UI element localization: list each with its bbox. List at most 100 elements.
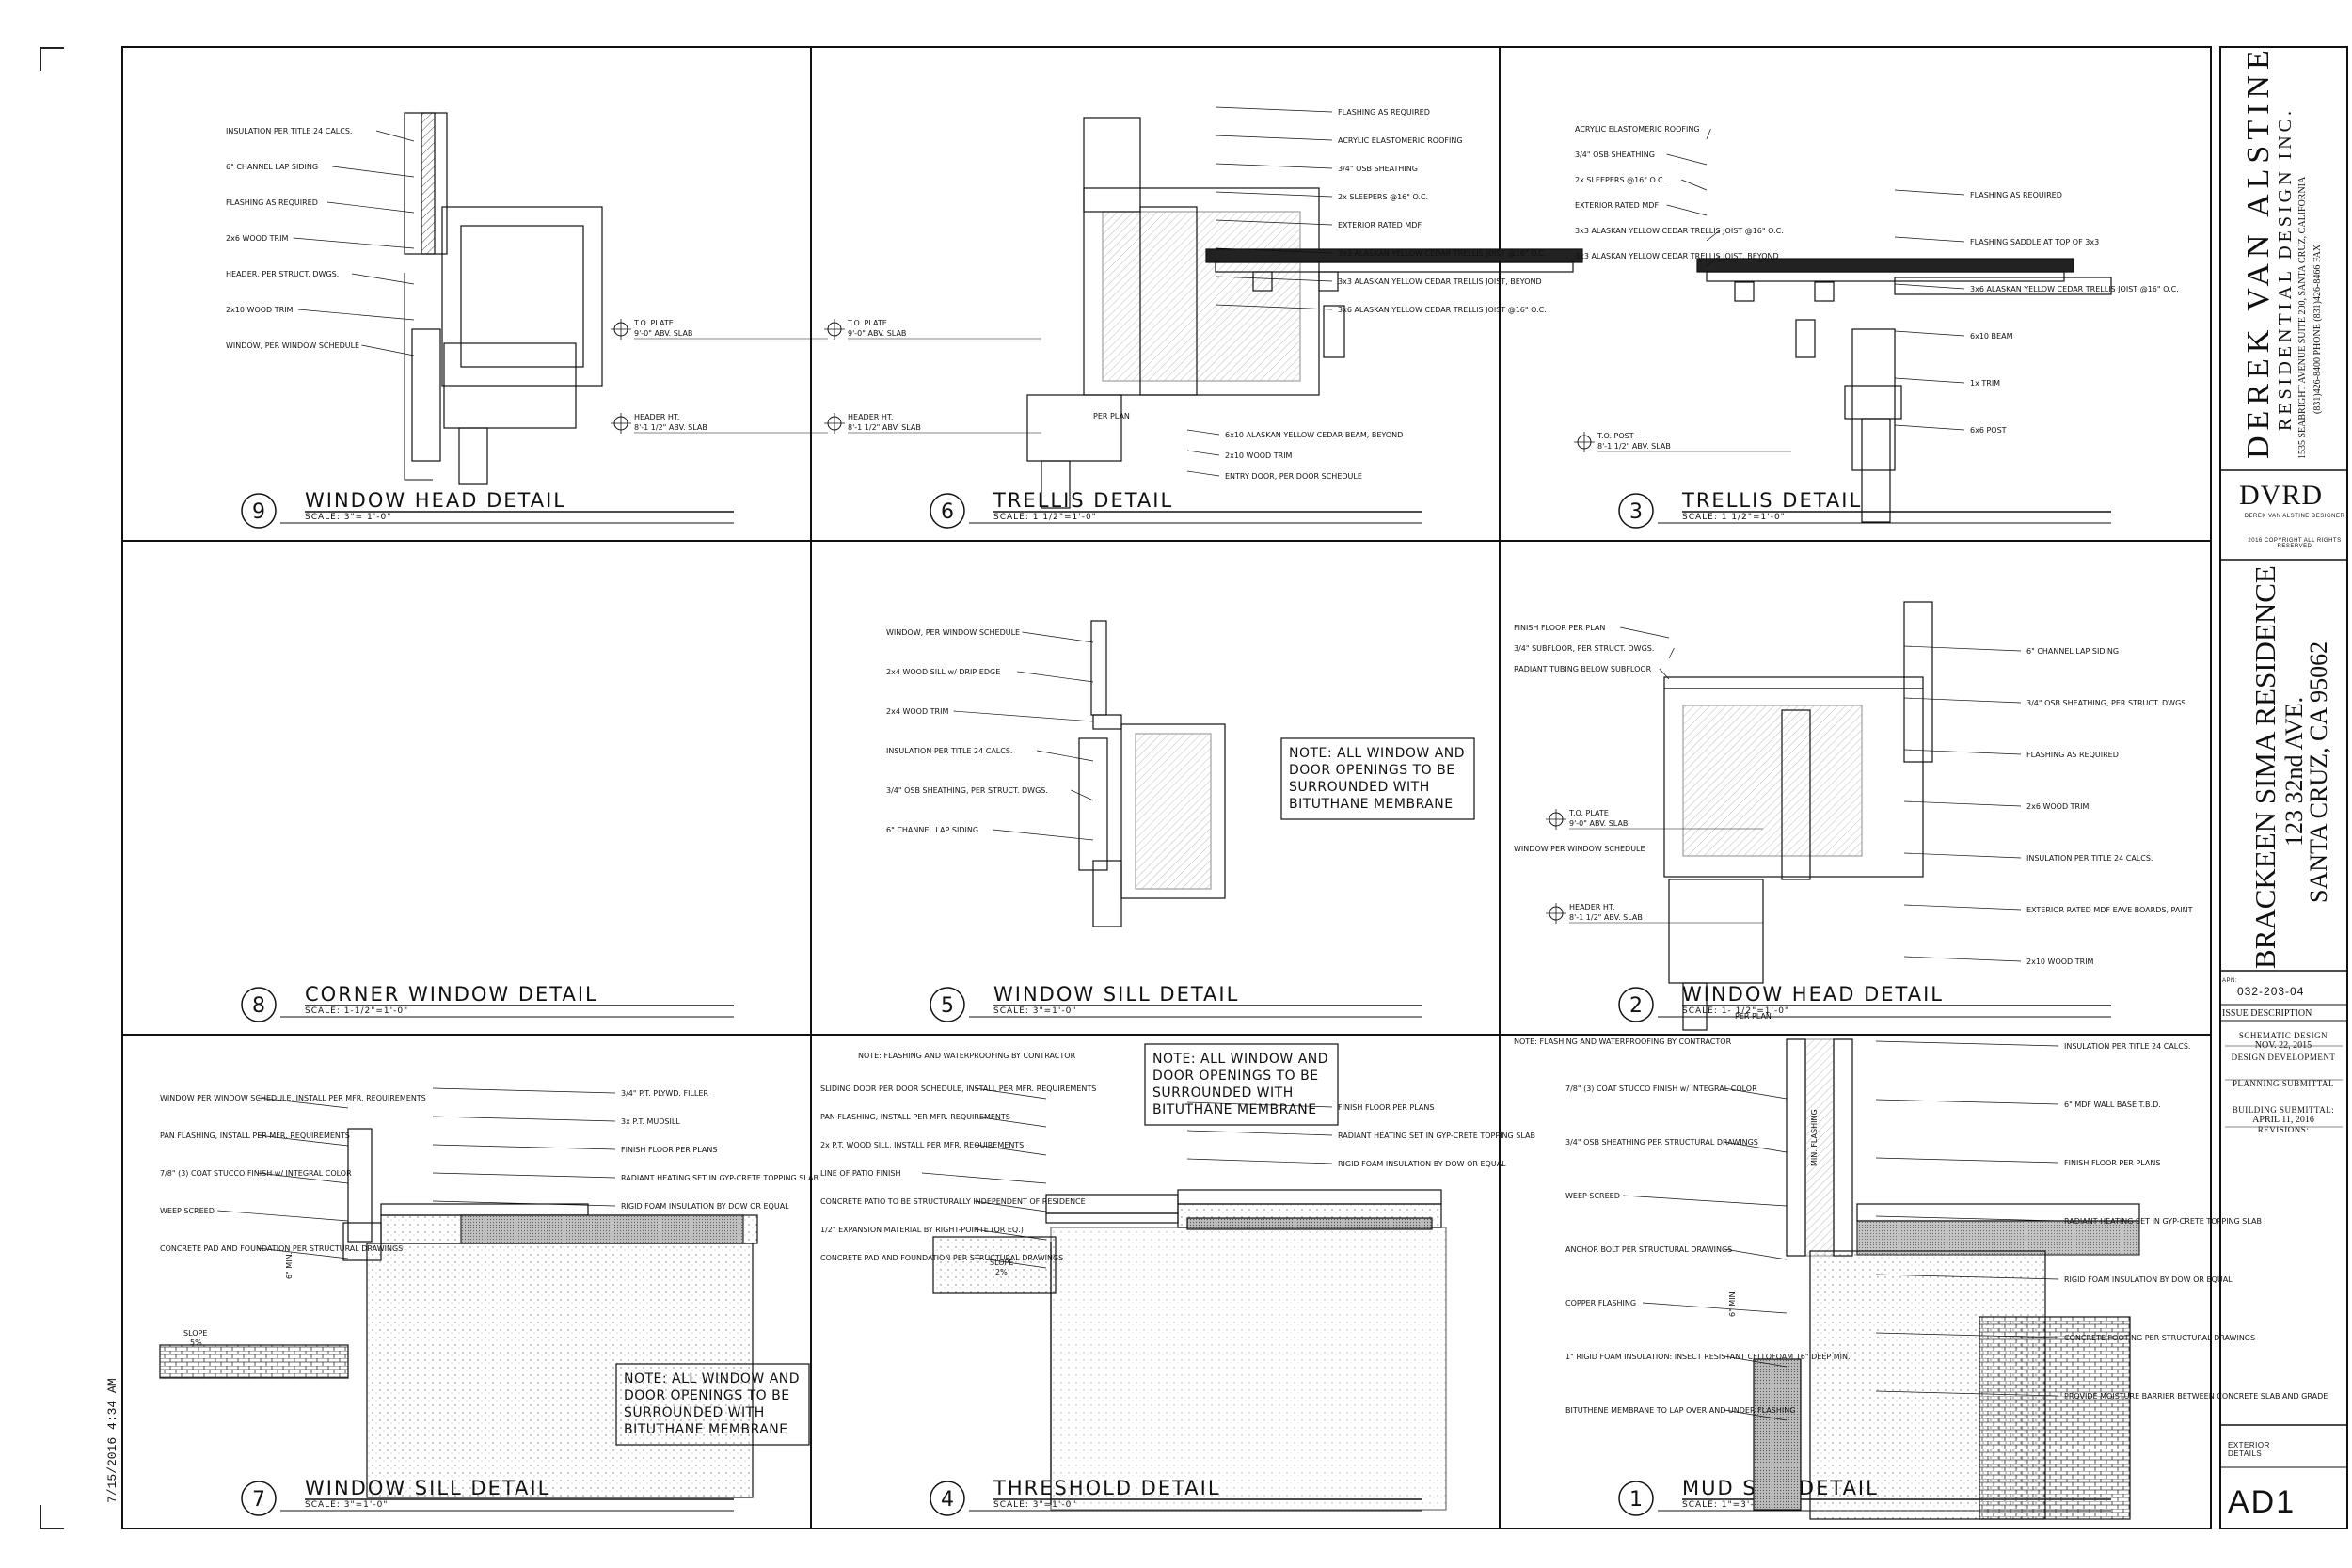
- leader-line: [297, 309, 415, 321]
- firm-logo: DVRD: [2239, 480, 2324, 511]
- firm-name: DEREK VAN ALSTINE: [2241, 44, 2276, 459]
- callout-label: CONCRETE PAD AND FOUNDATION PER STRUCTUR…: [820, 1254, 1063, 1262]
- note-text: SURROUNDED WITH: [624, 1405, 765, 1420]
- callout-label: CONCRETE FOOTING PER STRUCTURAL DRAWINGS: [2064, 1334, 2255, 1342]
- level-label: 9'-0" ABV. SLAB: [848, 329, 906, 338]
- window-frame: [1668, 879, 1764, 984]
- callout-label: 6x10 BEAM: [1970, 332, 2013, 341]
- leader-line: [1903, 956, 2022, 962]
- interior-finish: [1833, 1038, 1853, 1257]
- leader-line: [1186, 470, 1220, 477]
- wall-upper: [1083, 117, 1141, 213]
- window-sash: [1682, 982, 1708, 1031]
- concrete-pad: [366, 1243, 754, 1498]
- general-note: NOTE: FLASHING AND WATERPROOFING BY CONT…: [1514, 1037, 1732, 1046]
- topping-slab: [380, 1203, 589, 1216]
- issue-label: BUILDING SUBMITTAL:: [2232, 1105, 2335, 1115]
- callout-label: FINISH FLOOR PER PLAN: [1514, 624, 1605, 632]
- callout-label: CONCRETE PAD AND FOUNDATION PER STRUCTUR…: [160, 1244, 403, 1253]
- callout-label: FLASHING SADDLE AT TOP OF 3x3: [1970, 238, 2099, 246]
- detail-number: 8: [252, 994, 265, 1018]
- callout-label: 3x6 ALASKAN YELLOW CEDAR TRELLIS JOIST @…: [1338, 306, 1547, 314]
- print-stamp: 7/15/2016 4:34 AM: [105, 1378, 119, 1503]
- leader-line: [1724, 1087, 1788, 1100]
- callout-label: WINDOW, PER WINDOW SCHEDULE: [226, 341, 359, 350]
- callout-label: 3x3 ALASKAN YELLOW CEDAR TRELLIS JOIST, …: [1338, 277, 1542, 286]
- note-text: BITUTHANE MEMBRANE: [624, 1422, 788, 1437]
- insulation: [1682, 705, 1863, 857]
- callout-label: 3/4" OSB SHEATHING, PER STRUCT. DWGS.: [886, 786, 1048, 795]
- callout-label: INSULATION PER TITLE 24 CALCS.: [2064, 1042, 2190, 1051]
- leader-line: [974, 1087, 1047, 1100]
- subfloor: [1663, 676, 1924, 689]
- slope-value: 2%: [995, 1268, 1008, 1276]
- level-label: HEADER HT.: [1569, 903, 1614, 911]
- level-label: HEADER HT.: [634, 413, 679, 421]
- insulation: [1135, 733, 1212, 890]
- detail-number: 1: [1629, 1488, 1643, 1512]
- callout-label: 1x TRIM: [1970, 379, 2000, 388]
- leader-line: [1666, 153, 1708, 166]
- detail-number: 9: [252, 500, 265, 524]
- callout-label: FINISH FLOOR PER PLANS: [621, 1146, 717, 1154]
- callout-label: INSULATION PER TITLE 24 CALCS.: [886, 747, 1012, 755]
- note-text: NOTE: ALL WINDOW AND: [1289, 746, 1465, 761]
- leader-line: [375, 130, 415, 142]
- level-label: T.O. PLATE: [1568, 809, 1609, 817]
- callout-label: FLASHING AS REQUIRED: [2026, 751, 2119, 759]
- callout-label: ANCHOR BOLT PER STRUCTURAL DRAWINGS: [1565, 1245, 1732, 1254]
- detail-number-bubble: [930, 493, 965, 529]
- callout-label: RADIANT HEATING SET IN GYP-CRETE TOPPING…: [2064, 1217, 2262, 1226]
- leader-line: [1215, 219, 1333, 226]
- leader-line: [1681, 179, 1708, 191]
- callout-label: 2x10 WOOD TRIM: [1225, 451, 1293, 460]
- callout-label: EXTERIOR RATED MDF: [1575, 201, 1659, 210]
- detail-scale: SCALE: 3"= 1'-0": [305, 513, 391, 522]
- leader-line: [257, 1134, 349, 1147]
- detail-number: 7: [252, 1488, 265, 1512]
- level-label: 9'-0" ABV. SLAB: [634, 329, 692, 338]
- detail-number-bubble: [930, 987, 965, 1022]
- level-label: T.O. POST: [1597, 432, 1634, 440]
- issue-list: SCHEMATIC DESIGN NOV. 22, 2015 DESIGN DE…: [2222, 1031, 2344, 1134]
- detail-scale: SCALE: 1-1/2"=1'-0": [305, 1006, 408, 1016]
- callout-label: RADIANT HEATING SET IN GYP-CRETE TOPPING…: [621, 1174, 818, 1182]
- callout-label: INSULATION PER TITLE 24 CALCS.: [2026, 854, 2153, 863]
- leader-line: [1215, 304, 1333, 310]
- callout-label: ACRYLIC ELASTOMERIC ROOFING: [1338, 136, 1463, 145]
- firm-logo-sub: DEREK VAN ALSTINE DESIGNER: [2244, 514, 2345, 519]
- insulation: [1102, 211, 1301, 382]
- level-label: HEADER HT.: [848, 413, 893, 421]
- leader-line: [1186, 429, 1220, 436]
- leader-line: [993, 829, 1094, 841]
- callout-label: 3/4" SUBFLOOR, PER STRUCT. DWGS.: [1514, 644, 1654, 653]
- pan-flashing: [1045, 1212, 1179, 1224]
- callout-label: 3x6 ALASKAN YELLOW CEDAR TRELLIS JOIST @…: [1970, 285, 2179, 293]
- callout-label: 1" RIGID FOAM INSULATION: INSECT RESISTA…: [1565, 1353, 1851, 1361]
- callout-label: 3/4" OSB SHEATHING: [1575, 150, 1655, 159]
- callout-label: PROVIDE MOISTURE BARRIER BETWEEN CONCRET…: [2064, 1392, 2328, 1401]
- leader-line: [1668, 647, 1675, 659]
- detail-scale: SCALE: 1"=3'-0": [1682, 1500, 1765, 1510]
- header-block: [441, 206, 603, 387]
- leader-line: [1875, 1332, 2059, 1338]
- callout-label: SLIDING DOOR PER DOOR SCHEDULE, INSTALL …: [820, 1085, 1096, 1093]
- callout-label: FINISH FLOOR PER PLANS: [2064, 1159, 2160, 1167]
- leader-line: [1186, 1101, 1333, 1108]
- grade: [159, 1344, 349, 1379]
- callout-label: 6" CHANNEL LAP SIDING: [886, 826, 978, 834]
- level-label: T.O. PLATE: [633, 319, 674, 327]
- callout-label: 2x SLEEPERS @16" O.C.: [1338, 193, 1428, 201]
- sheet-number: AD1: [2228, 1484, 2296, 1520]
- leader-line: [1894, 189, 1965, 196]
- sheet-title: EXTERIOR DETAILS: [2228, 1441, 2270, 1458]
- detail-number-bubble: [930, 1481, 965, 1516]
- stud-cavity: [1139, 206, 1198, 396]
- detail-scale: SCALE: 1 1/2"=1'-0": [993, 513, 1097, 522]
- trellis-joist: [1323, 305, 1345, 358]
- level-label: 8'-1 1/2" ABV. SLAB: [1597, 442, 1671, 451]
- apn-label: APN:: [2222, 978, 2238, 984]
- detail-title: WINDOW SILL DETAIL: [993, 983, 1239, 1006]
- wall-upper: [1903, 601, 1933, 763]
